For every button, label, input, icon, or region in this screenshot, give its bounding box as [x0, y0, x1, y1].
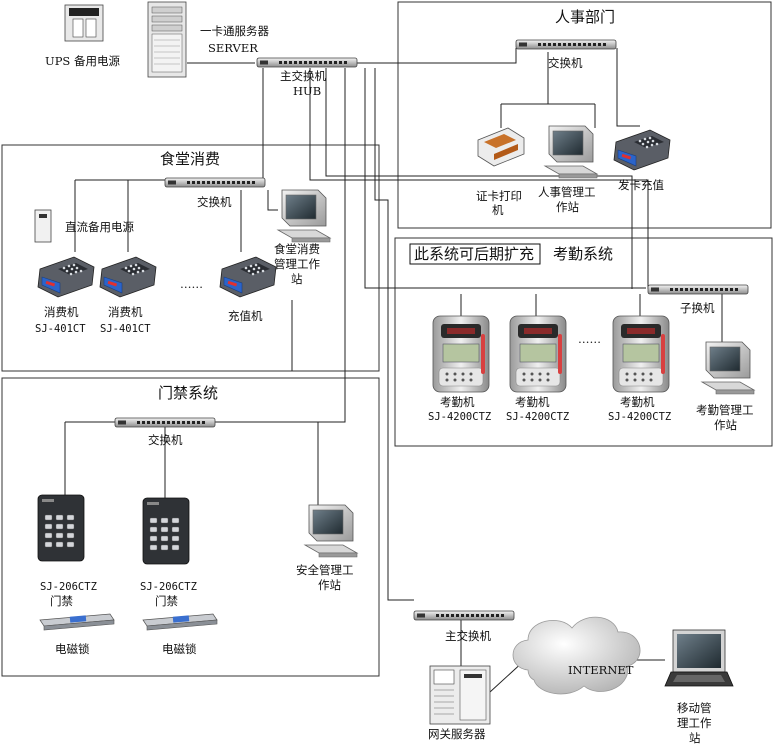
door1-label-line1: SJ-206CTZ: [40, 581, 97, 593]
printer-label-line2: 机: [492, 203, 504, 217]
lock1-label: 电磁锁: [55, 642, 90, 656]
pos1-label-line1: 消费机: [44, 305, 79, 319]
server-icon: [147, 1, 187, 78]
canteen-station-label-line3: 站: [291, 272, 303, 286]
door2-label-line2: 门禁: [155, 594, 178, 608]
att2-label-line1: 考勤机: [515, 395, 550, 409]
hub-label-line2: HUB: [293, 84, 321, 98]
magnetic-lock-1-icon: [39, 613, 115, 631]
att-station-label-line1: 考勤管理工: [696, 403, 754, 417]
att3-label-line2: SJ-4200CTZ: [608, 411, 671, 423]
card-issuer-icon: [613, 129, 671, 171]
attendance-section-frame: [394, 237, 773, 447]
canteen-section-frame: [1, 144, 380, 372]
printer-label-line1: 证卡打印: [476, 189, 522, 203]
server-label-line2: SERVER: [208, 41, 258, 55]
door-controller-1-icon: [37, 494, 85, 562]
lock2-label: 电磁锁: [162, 642, 197, 656]
pos2-label-line2: SJ-401CT: [100, 323, 151, 335]
pos-terminal-1-icon: [37, 256, 95, 298]
magnetic-lock-2-icon: [142, 613, 218, 631]
recharge-machine-icon: [219, 256, 277, 298]
card-printer-icon: [477, 127, 525, 167]
hr-section-frame: [397, 1, 772, 229]
attendance-device-3-icon: [612, 315, 670, 393]
access-switch-icon: [114, 417, 216, 428]
expand-note: 此系统可后期扩充: [414, 245, 534, 263]
hub-label-line1: 主交换机: [280, 69, 326, 83]
canteen-switch-label: 交换机: [197, 195, 232, 209]
main-hub-switch-icon: [256, 57, 358, 68]
pos2-label-line1: 消费机: [108, 305, 143, 319]
internet-label: INTERNET: [568, 663, 634, 677]
att1-label-line1: 考勤机: [440, 395, 475, 409]
ups-icon: [64, 4, 104, 42]
hr-station-label-line2: 作站: [556, 200, 579, 214]
attendance-workstation-icon: [701, 341, 755, 395]
security-station-label-line1: 安全管理工: [296, 563, 354, 577]
att1-label-line2: SJ-4200CTZ: [428, 411, 491, 423]
canteen-station-label-line2: 管理工作: [274, 257, 320, 271]
attendance-switch-label: 子换机: [680, 301, 715, 315]
door-controller-2-icon: [142, 497, 190, 565]
canteen-switch-icon: [164, 177, 266, 188]
att-station-label-line2: 作站: [714, 418, 737, 432]
attendance-section-title: 考勤系统: [553, 245, 613, 263]
att2-label-line2: SJ-4200CTZ: [506, 411, 569, 423]
canteen-station-label-line1: 食堂消费: [274, 242, 320, 256]
internet-cloud-icon: [512, 616, 641, 695]
canteen-dots: ……: [180, 277, 203, 291]
door2-label-line1: SJ-206CTZ: [140, 581, 197, 593]
hr-switch-icon: [515, 39, 617, 50]
pos1-label-line2: SJ-401CT: [35, 323, 86, 335]
gateway-server-icon: [429, 665, 491, 725]
recharge-label: 充值机: [228, 309, 263, 323]
server-label-line1: 一卡通服务器: [200, 24, 269, 38]
ups-label: UPS 备用电源: [45, 54, 120, 68]
mobile-label-line3: 站: [689, 731, 701, 745]
hr-switch-label: 交换机: [548, 56, 583, 70]
door1-label-line2: 门禁: [50, 594, 73, 608]
attendance-dots: ……: [578, 332, 601, 346]
canteen-section-title: 食堂消费: [160, 150, 220, 168]
mobile-label-line1: 移动管: [677, 701, 712, 715]
laptop-icon: [664, 629, 734, 687]
main-switch2-label: 主交换机: [445, 629, 491, 643]
dc-power-label: 直流备用电源: [65, 220, 134, 234]
main-switch-2-icon: [413, 610, 515, 621]
issuer-label: 发卡充值: [618, 178, 664, 192]
access-switch-label: 交换机: [148, 433, 183, 447]
attendance-device-1-icon: [432, 315, 490, 393]
att3-label-line1: 考勤机: [620, 395, 655, 409]
gateway-label: 网关服务器: [428, 727, 486, 741]
mobile-label-line2: 理工作: [677, 716, 712, 730]
pos-terminal-2-icon: [99, 256, 157, 298]
connection-lines: [64, 48, 723, 693]
attendance-device-2-icon: [509, 315, 567, 393]
access-section-title: 门禁系统: [158, 384, 218, 402]
access-section-frame: [1, 377, 380, 677]
security-station-label-line2: 作站: [318, 578, 341, 592]
canteen-workstation-icon: [277, 189, 331, 243]
security-workstation-icon: [304, 504, 358, 558]
attendance-switch-icon: [647, 284, 749, 295]
dc-power-icon: [34, 209, 52, 243]
hr-station-label-line1: 人事管理工: [538, 185, 596, 199]
hr-section-title: 人事部门: [555, 8, 615, 26]
hr-workstation-icon: [544, 125, 598, 179]
expand-note-box: [409, 243, 541, 265]
